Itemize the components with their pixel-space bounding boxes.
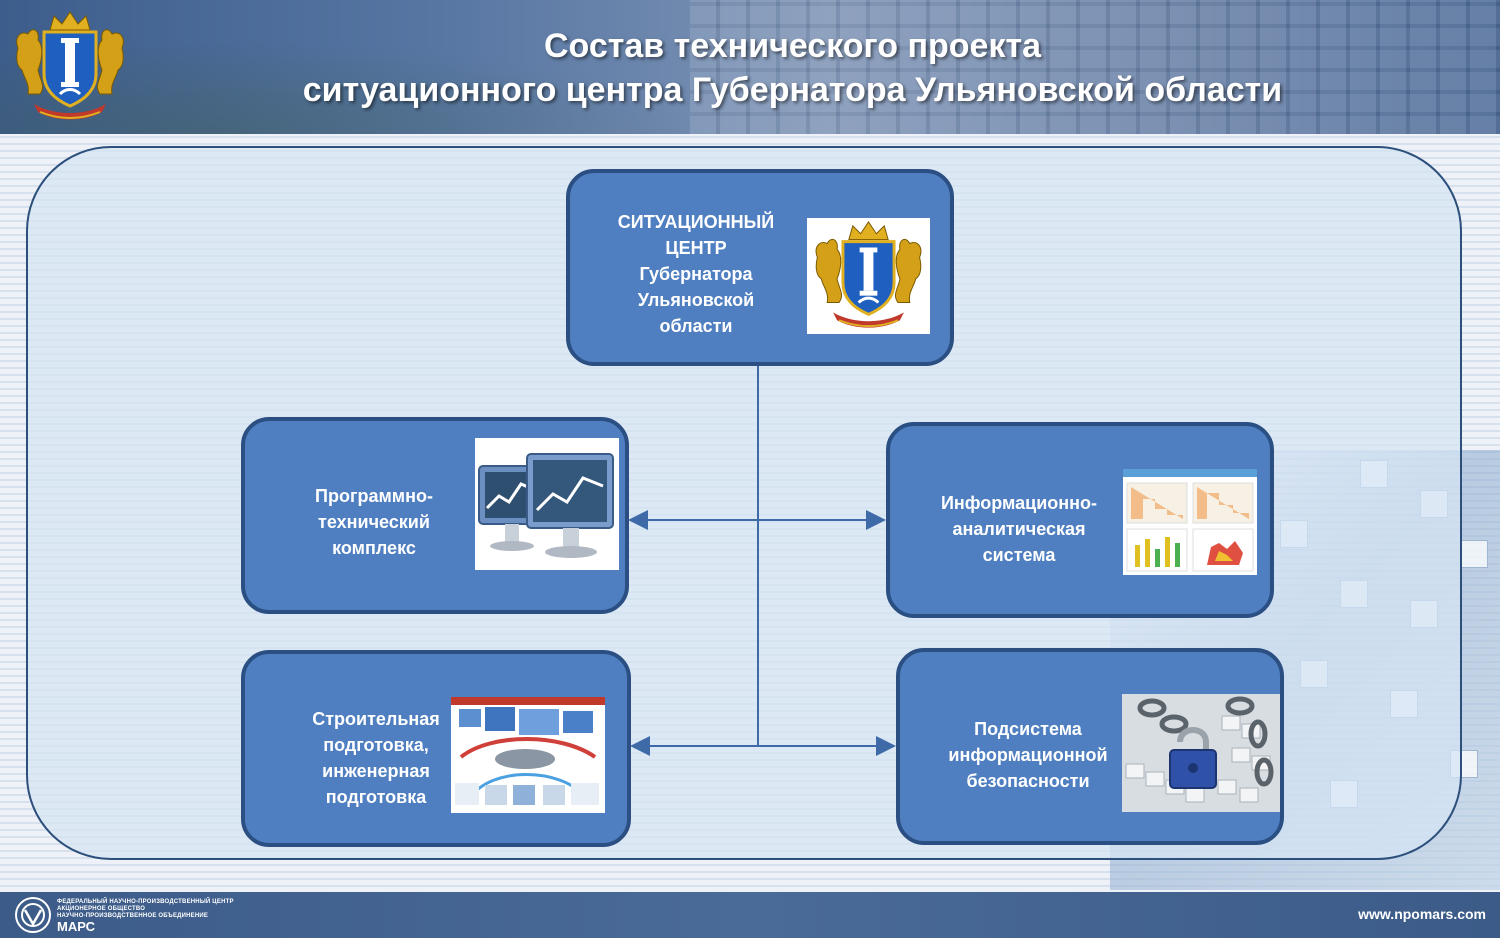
footer-org-line-1: ФЕДЕРАЛЬНЫЙ НАУЧНО-ПРОИЗВОДСТВЕННЫЙ ЦЕНТ… — [57, 899, 234, 905]
node-information-security: Подсистема информационной безопасности — [896, 648, 1284, 845]
header-banner: Состав технического проекта ситуационног… — [0, 0, 1500, 134]
footer-org-line-3: НАУЧНО-ПРОИЗВОДСТВЕННОЕ ОБЪЕДИНЕНИЕ — [57, 913, 209, 919]
node-situation-center: СИТУАЦИОННЫЙ ЦЕНТР Губернатора Ульяновск… — [566, 169, 954, 366]
page-title-line-1: Состав технического проекта — [543, 27, 1042, 65]
node-information-analytical-system-image — [1123, 469, 1257, 575]
coat-of-arms-icon — [15, 10, 125, 121]
footer-organization: ФЕДЕРАЛЬНЫЙ НАУЧНО-ПРОИЗВОДСТВЕННЫЙ ЦЕНТ… — [57, 899, 234, 920]
node-construction-engineering-image — [451, 697, 605, 813]
footer-brand: МАРС — [57, 919, 95, 934]
node-information-analytical-system-label: Информационно- аналитическая система — [940, 493, 1098, 565]
node-hardware-software-complex-image — [475, 438, 619, 570]
mars-logo-icon — [15, 897, 51, 933]
padlock-icon — [1122, 694, 1280, 812]
page-title-line-2: ситуационного центра Губернатора Ульянов… — [302, 71, 1283, 109]
node-information-security-image — [1122, 694, 1280, 812]
node-hardware-software-complex-label: Программно- технический комплекс — [315, 486, 433, 558]
footer-org-line-2: АКЦИОНЕРНОЕ ОБЩЕСТВО — [57, 906, 146, 912]
node-construction-engineering: Строительная подготовка, инженерная подг… — [241, 650, 631, 847]
coat-of-arms-icon — [814, 220, 923, 330]
footer-url-link[interactable]: www.npomars.com — [1358, 906, 1486, 922]
node-hardware-software-complex: Программно- технический комплекс — [241, 417, 629, 614]
node-information-security-label: Подсистема информационной безопасности — [948, 719, 1108, 791]
header-background-building — [690, 0, 1500, 134]
node-construction-engineering-label: Строительная подготовка, инженерная подг… — [312, 709, 440, 807]
node-situation-center-label: СИТУАЦИОННЫЙ ЦЕНТР Губернатора Ульяновск… — [617, 212, 775, 336]
footer-bar: ФЕДЕРАЛЬНЫЙ НАУЧНО-ПРОИЗВОДСТВЕННЫЙ ЦЕНТ… — [0, 892, 1500, 938]
node-situation-center-image — [807, 218, 930, 334]
monitors-icon — [478, 453, 614, 558]
situation-room-icon — [451, 697, 605, 805]
dashboard-icon — [1123, 469, 1257, 572]
node-information-analytical-system: Информационно- аналитическая система — [886, 422, 1274, 618]
